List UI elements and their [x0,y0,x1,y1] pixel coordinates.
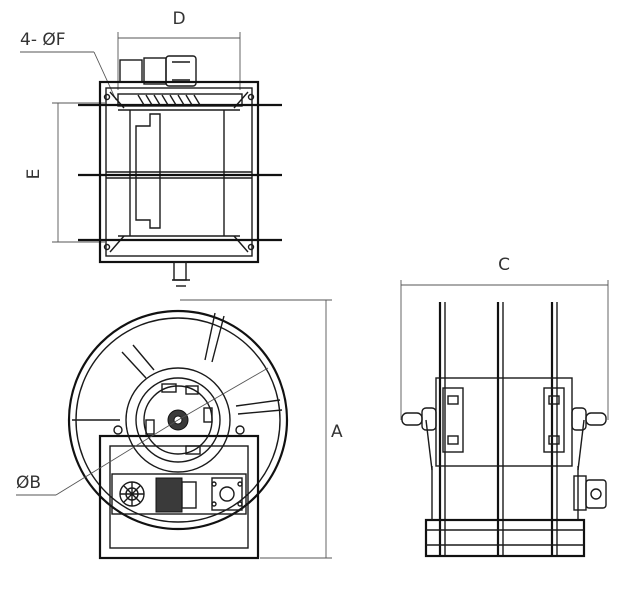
right-bracket [543,387,565,453]
left-axle [401,407,437,431]
dimension-c: C [400,255,609,420]
dimension-a: A [180,299,343,559]
bolt-hole [247,93,255,101]
motor-block [155,477,183,513]
dimension-holes: 4- ØF [20,30,117,101]
side-base [424,518,586,558]
side-motor [573,475,607,511]
gear-band [137,94,201,106]
reel-disc [67,309,289,531]
left-bracket [442,387,464,453]
bolt-hole [247,243,255,251]
label-d: D [172,9,185,29]
label-c: C [498,255,510,275]
rods [78,103,282,242]
dimension-e: E [24,102,105,243]
label-e: E [24,169,44,180]
front-view: A [16,299,343,560]
bolt-hole [103,93,111,101]
bolt-hole [103,243,111,251]
flanges [438,302,558,555]
dimension-d: D [117,9,241,90]
front-frame [98,434,260,560]
top-view: D 4- ØF E [20,9,282,287]
dimension-b: ØB [16,367,269,496]
spokes [72,312,283,421]
hub-outer [125,367,231,473]
gear-teeth [120,482,144,506]
side-view: C [400,255,609,558]
right-axle [571,407,607,431]
label-holes: 4- ØF [20,30,66,50]
inlet-pipe [172,261,190,287]
gearbox-plate [111,473,247,515]
motor [119,55,197,87]
label-b: ØB [16,473,41,493]
label-a: A [331,422,343,442]
